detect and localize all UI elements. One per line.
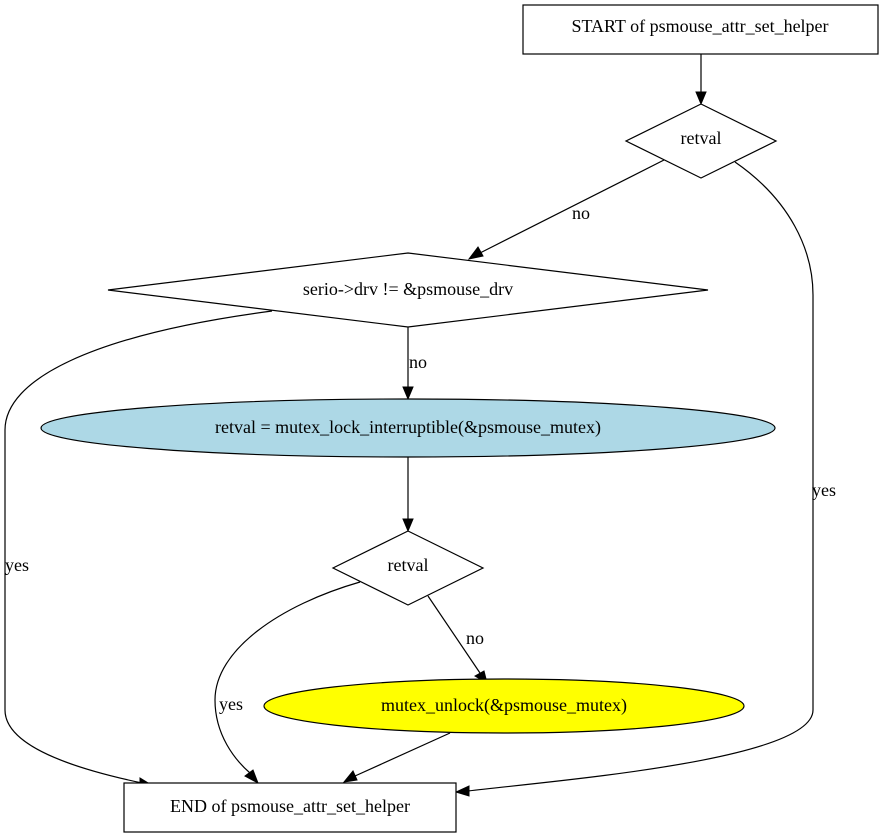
retval-decision-2-label: retval [388,555,429,575]
end-node: END of psmouse_attr_set_helper [123,782,457,833]
mutex-lock-node-label: retval = mutex_lock_interruptible(&psmou… [215,417,601,438]
edge-label-retval2-no: no [466,628,484,648]
mutex-lock-node: retval = mutex_lock_interruptible(&psmou… [40,398,776,458]
mutex-unlock-node-label: mutex_unlock(&psmouse_mutex) [381,695,627,716]
start-node-label: START of psmouse_attr_set_helper [571,16,828,36]
edge-label-retval-no: no [572,203,590,223]
edge-label-retval2-yes: yes [219,694,243,714]
edge-start-to-retval [695,54,707,106]
edge-serio-yes: yes [4,310,273,789]
edge-label-retval-yes: yes [812,480,836,500]
retval-decision-2: retval [331,530,485,606]
edge-mutex-lock-to-retval [402,457,414,533]
end-node-label: END of psmouse_attr_set_helper [170,796,410,816]
edge-label-serio-no: no [409,352,427,372]
edge-label-serio-yes: yes [5,555,29,575]
mutex-unlock-node: mutex_unlock(&psmouse_mutex) [263,678,745,734]
edge-retval-yes: yes [454,161,836,797]
edge-serio-no: no [402,327,427,401]
edge-retval2-no: no [427,595,488,685]
retval-decision-label: retval [681,128,722,148]
serio-drv-decision-label: serio->drv != &psmouse_drv [303,279,513,299]
edge-retval2-yes: yes [214,581,361,785]
edge-retval-no: no [467,159,665,260]
serio-drv-decision: serio->drv != &psmouse_drv [107,252,709,328]
start-node: START of psmouse_attr_set_helper [522,4,879,55]
retval-decision: retval [624,103,778,179]
edge-mutex-unlock-to-end [342,732,451,783]
